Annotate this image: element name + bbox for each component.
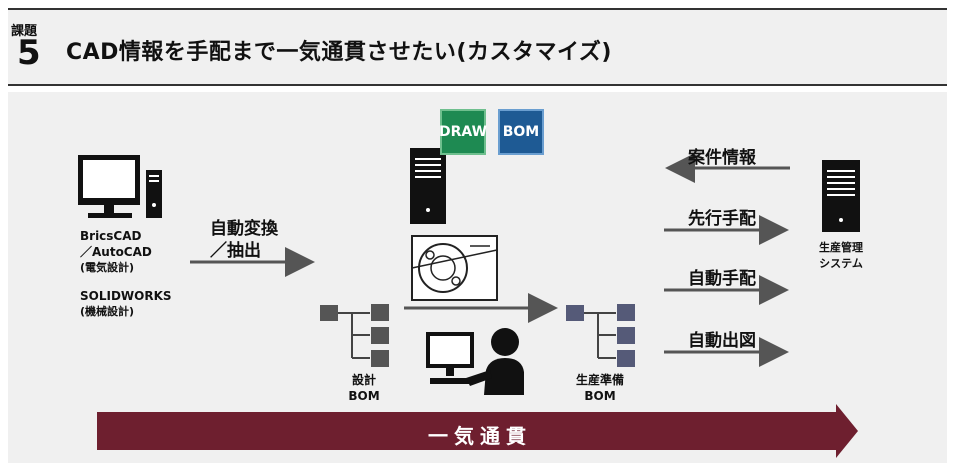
production-bom-label: 生産準備: [575, 373, 624, 387]
cad1-name: BricsCAD: [80, 229, 142, 243]
kadai-label: 課題: [11, 24, 38, 39]
person-computer-icon: [426, 328, 524, 395]
bom-badge: BOM: [498, 109, 544, 155]
system-server-icon: [822, 160, 860, 232]
design-bom-label-2: BOM: [348, 389, 380, 403]
pc-icon: [78, 155, 162, 218]
cad1-sub: (電気設計): [80, 261, 135, 274]
draw-badge: DRAW: [439, 109, 487, 155]
banner-text: 一気通貫: [428, 424, 532, 448]
system-label-2: システム: [819, 257, 863, 270]
cad2-name: SOLIDWORKS: [80, 289, 172, 303]
header-bar: [8, 8, 947, 86]
drawing-icon: [411, 235, 498, 301]
cad1-name-2: ／AutoCAD: [80, 245, 152, 259]
server-icon: [410, 148, 446, 224]
design-bom-label: 設計: [351, 373, 376, 387]
advance-order-label: 先行手配: [688, 209, 756, 229]
kadai-number: 5: [17, 33, 41, 73]
convert-label-2: ／抽出: [210, 241, 261, 261]
page-title: CAD情報を手配まで一気通貫させたい(カスタマイズ): [66, 40, 612, 65]
cad2-sub: (機械設計): [80, 305, 135, 318]
design-bom-icon: [320, 304, 389, 367]
convert-label: 自動変換: [210, 219, 278, 239]
production-bom-label-2: BOM: [584, 389, 616, 403]
auto-order-label: 自動手配: [688, 269, 756, 289]
case-info-label: 案件情報: [688, 148, 756, 168]
banner-arrow: [97, 404, 858, 458]
auto-drawing-label: 自動出図: [688, 331, 756, 351]
system-label: 生産管理: [819, 241, 863, 254]
production-bom-icon: [566, 304, 635, 367]
